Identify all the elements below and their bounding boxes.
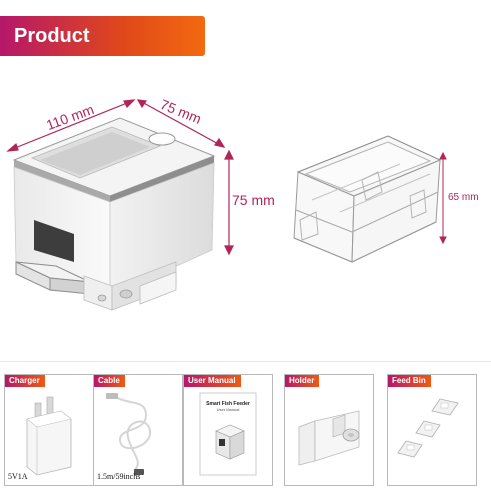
accessory-label: Holder <box>285 375 320 387</box>
depth-dimension-line <box>136 99 226 148</box>
holder-icon <box>298 410 360 466</box>
width-dimension-line <box>6 99 136 152</box>
accessory-label: Charger <box>5 375 45 387</box>
accessory-label: User Manual <box>184 375 241 387</box>
accessory-caption: 1.5m/59inchs <box>97 472 141 481</box>
accessory-panel-user-manual: User Manual Smart Fish Feeder User Manua… <box>183 374 273 486</box>
feed-bin-icon <box>397 398 459 458</box>
fish-feeder-device <box>12 117 216 311</box>
bin-height-dimension-line <box>439 151 447 245</box>
height-dimension-line <box>224 149 234 256</box>
height-dimension-label: 75 mm <box>232 192 275 208</box>
accessory-panel-holder: Holder <box>284 374 374 486</box>
section-divider <box>0 361 491 362</box>
cable-icon <box>106 393 151 475</box>
product-accessories-banner: Product Accessories <box>0 16 205 87</box>
bin-height-dimension-label: 65 mm <box>448 192 479 203</box>
product-illustration <box>6 99 447 311</box>
accessory-caption: 5V1A <box>8 472 28 481</box>
accessory-panel-cable: Cable 1.5m/59inchs <box>93 374 183 486</box>
charger-icon <box>26 396 72 476</box>
manual-subtitle: User Manual <box>217 407 240 412</box>
accessory-label: Cable <box>94 375 125 387</box>
feed-bin-transparent <box>293 135 442 263</box>
manual-title: Smart Fish Feeder <box>206 401 250 407</box>
accessory-panel-feed-bin: Feed Bin <box>387 374 477 486</box>
accessory-panel-charger: Charger 5V1A <box>4 374 94 486</box>
user-manual-icon: Smart Fish Feeder User Manual <box>199 392 257 476</box>
accessory-label: Feed Bin <box>388 375 431 387</box>
